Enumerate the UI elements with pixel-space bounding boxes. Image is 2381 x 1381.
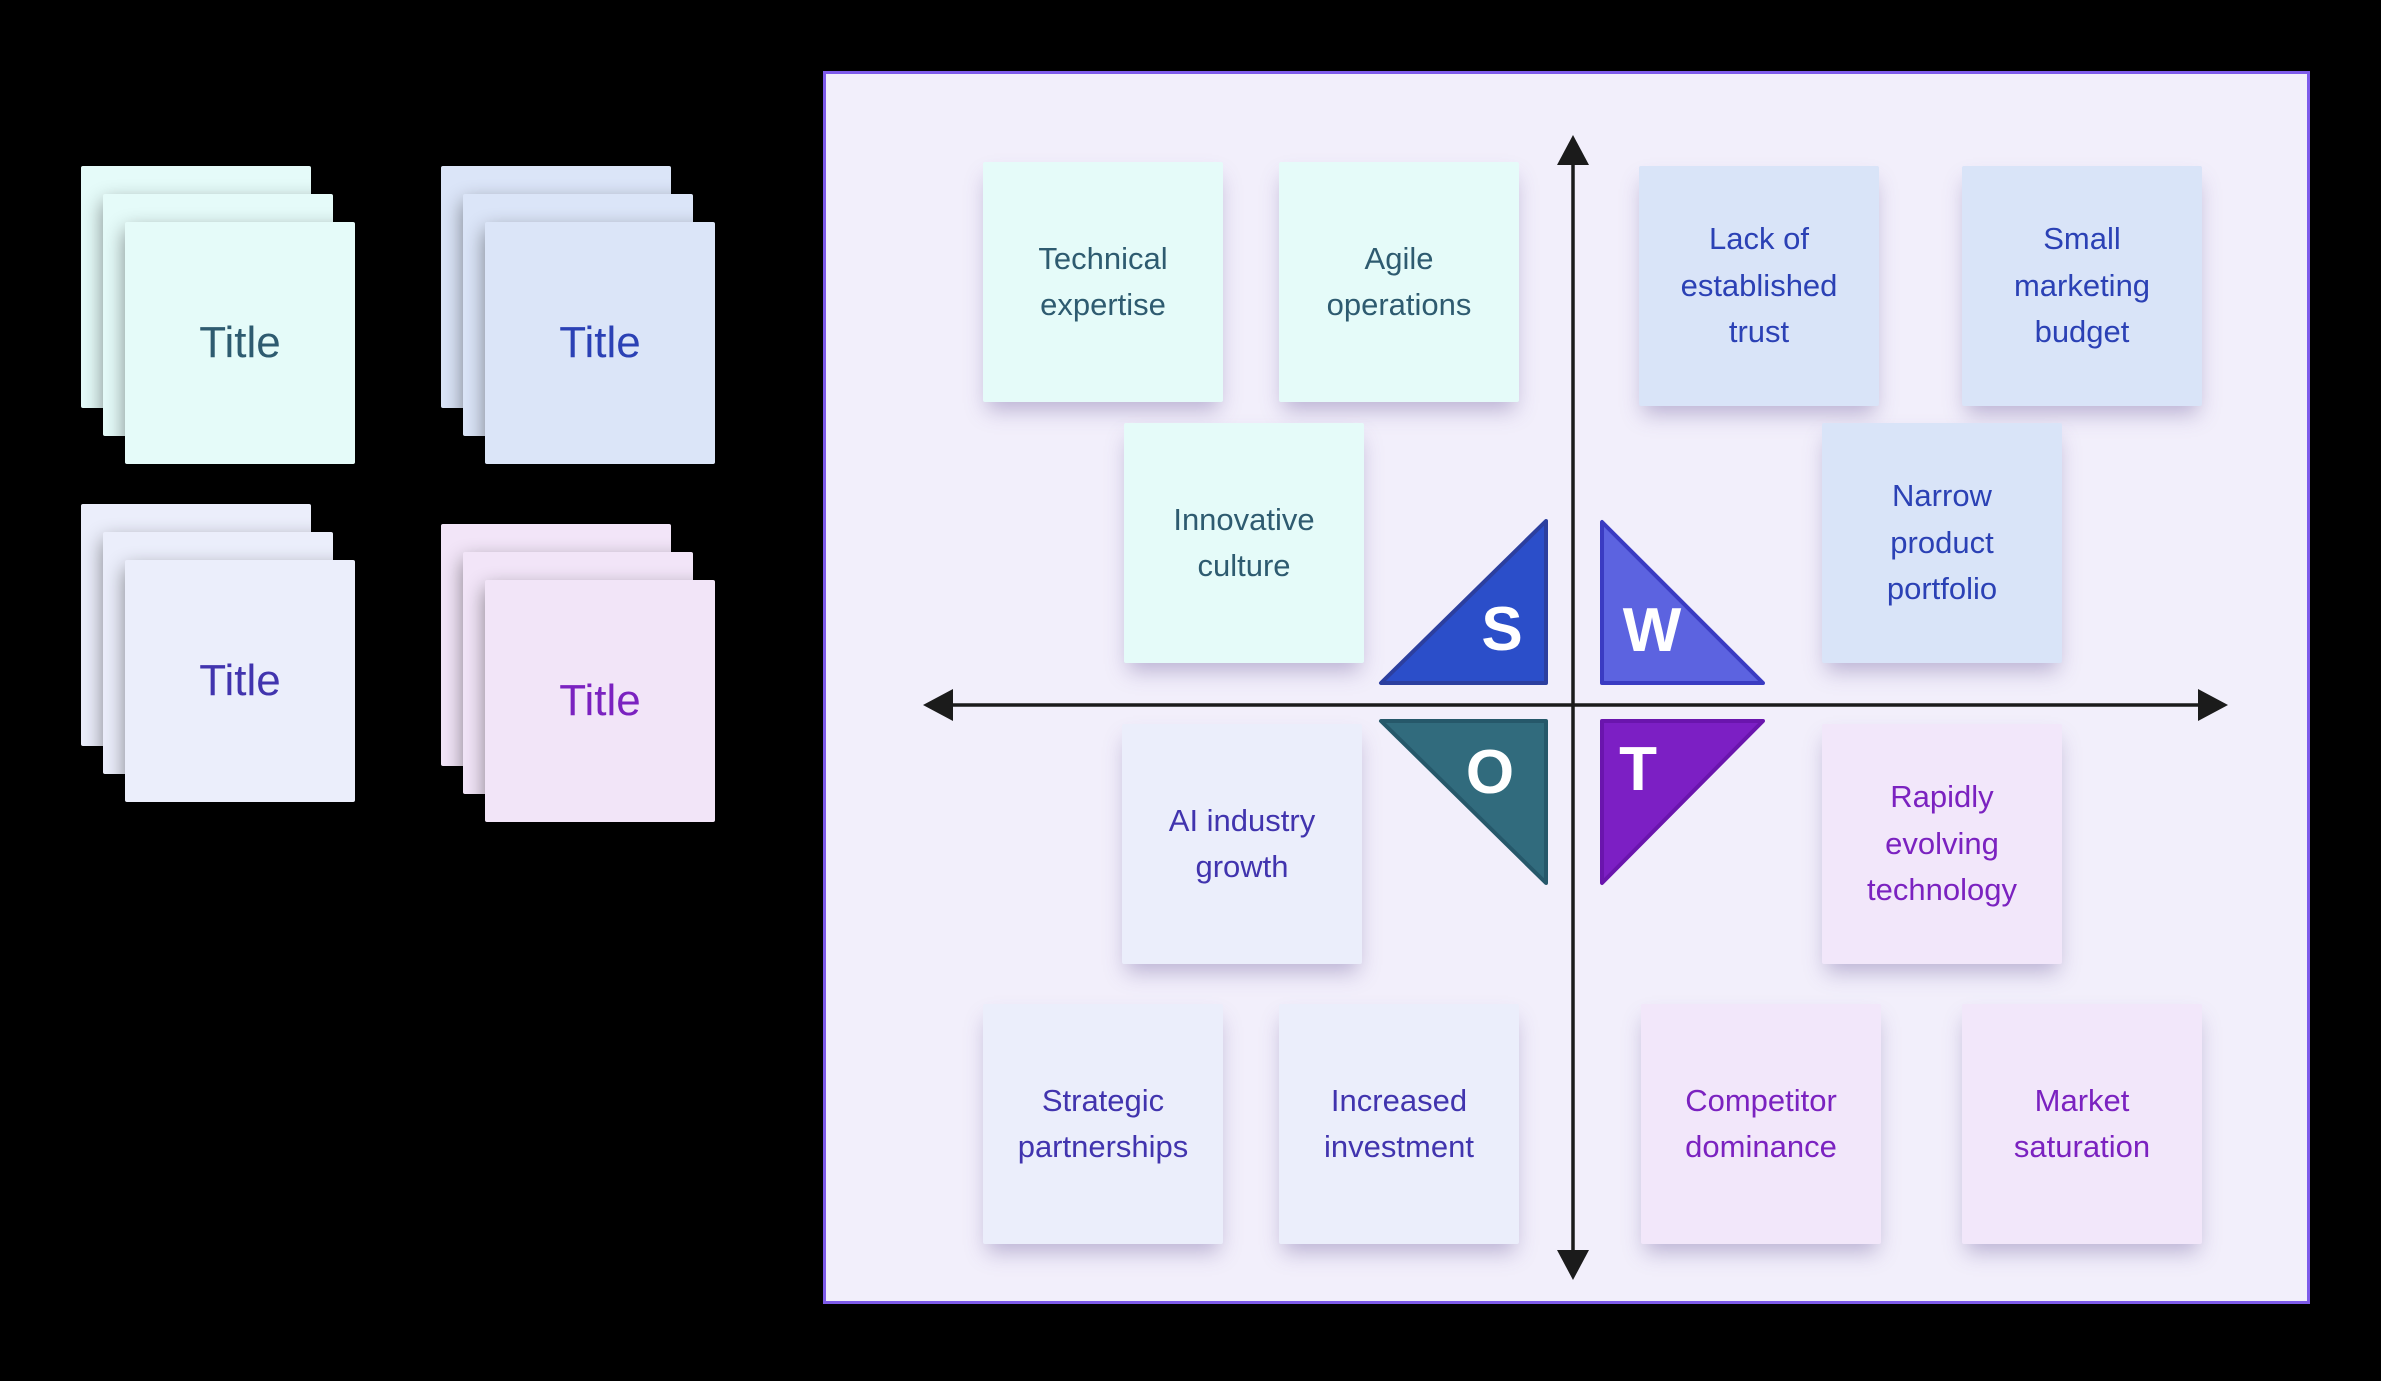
sticky-stack-weaknesses[interactable]: Title bbox=[441, 166, 717, 466]
stack-card-front[interactable]: Title bbox=[485, 580, 715, 822]
opportunities-triangle[interactable] bbox=[1379, 719, 1548, 885]
note-text: Competitor dominance bbox=[1685, 1082, 1837, 1165]
strengths-letter: S bbox=[1481, 595, 1522, 664]
note-strategic-partnerships[interactable]: Strategic partnerships bbox=[983, 1004, 1223, 1244]
sticky-stack-opportunities[interactable]: Title bbox=[81, 504, 357, 804]
stack-title: Title bbox=[559, 675, 641, 725]
stack-card-front[interactable]: Title bbox=[485, 222, 715, 464]
opportunities-letter: O bbox=[1466, 738, 1514, 807]
axis-arrow-left-icon bbox=[923, 689, 953, 721]
note-ai-industry-growth[interactable]: AI industry growth bbox=[1122, 724, 1362, 964]
note-text: Strategic partnerships bbox=[1017, 1082, 1189, 1165]
note-text: Innovative culture bbox=[1173, 501, 1315, 584]
note-text: Increased investment bbox=[1324, 1082, 1474, 1165]
note-innovative-culture[interactable]: Innovative culture bbox=[1124, 423, 1364, 663]
sticky-stack-threats[interactable]: Title bbox=[441, 524, 717, 824]
swot-diagram: S W O T bbox=[923, 135, 2228, 1280]
stack-title: Title bbox=[559, 317, 641, 367]
threats-triangle[interactable] bbox=[1600, 719, 1765, 885]
swot-panel[interactable]: S W O T Technical expertise Agile operat… bbox=[823, 71, 2310, 1304]
note-text: Rapidly evolving technology bbox=[1867, 779, 2017, 908]
stack-title: Title bbox=[199, 317, 281, 367]
note-small-marketing-budget[interactable]: Small marketing budget bbox=[1962, 166, 2202, 406]
note-text: Market saturation bbox=[2013, 1082, 2151, 1165]
sticky-stack-strengths[interactable]: Title bbox=[81, 166, 357, 466]
axis-arrow-up-icon bbox=[1557, 135, 1589, 165]
stack-card-front[interactable]: Title bbox=[125, 222, 355, 464]
axis-arrow-down-icon bbox=[1557, 1250, 1589, 1280]
note-increased-investment[interactable]: Increased investment bbox=[1279, 1004, 1519, 1244]
note-narrow-product-portfolio[interactable]: Narrow product portfolio bbox=[1822, 423, 2062, 663]
note-text: AI industry growth bbox=[1168, 802, 1316, 885]
note-technical-expertise[interactable]: Technical expertise bbox=[983, 162, 1223, 402]
threats-letter: T bbox=[1619, 735, 1657, 804]
note-lack-of-established-trust[interactable]: Lack of established trust bbox=[1639, 166, 1879, 406]
note-text: Narrow product portfolio bbox=[1886, 478, 1998, 607]
note-text: Agile operations bbox=[1326, 240, 1472, 323]
note-market-saturation[interactable]: Market saturation bbox=[1962, 1004, 2202, 1244]
stack-card-front[interactable]: Title bbox=[125, 560, 355, 802]
axis-arrow-right-icon bbox=[2198, 689, 2228, 721]
stack-title: Title bbox=[199, 655, 281, 705]
weaknesses-letter: W bbox=[1623, 596, 1682, 665]
note-text: Technical expertise bbox=[1038, 240, 1168, 323]
strengths-triangle[interactable] bbox=[1379, 519, 1548, 685]
note-agile-operations[interactable]: Agile operations bbox=[1279, 162, 1519, 402]
note-rapidly-evolving-technology[interactable]: Rapidly evolving technology bbox=[1822, 724, 2062, 964]
weaknesses-triangle[interactable] bbox=[1600, 520, 1765, 685]
note-competitor-dominance[interactable]: Competitor dominance bbox=[1641, 1004, 1881, 1244]
note-text: Lack of established trust bbox=[1680, 221, 1838, 350]
note-text: Small marketing budget bbox=[2013, 221, 2151, 350]
